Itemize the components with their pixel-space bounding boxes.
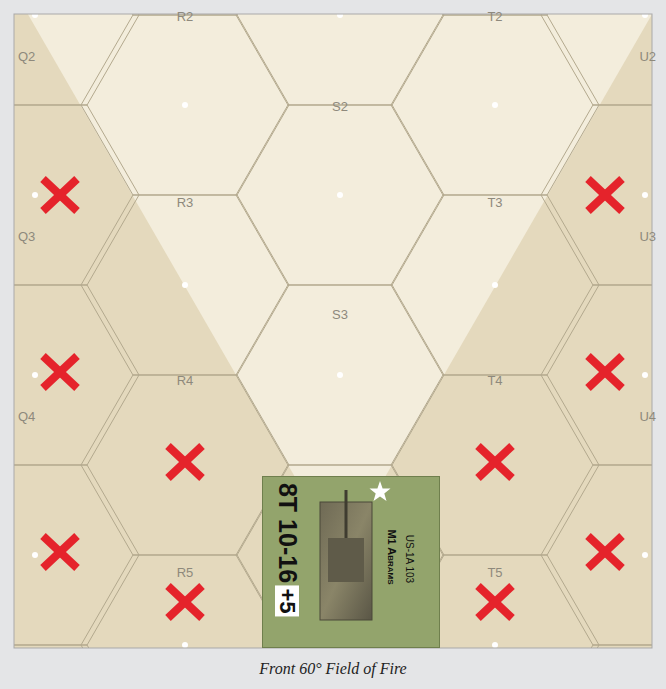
hex-center-dot	[492, 282, 498, 288]
hex-outline	[541, 14, 652, 105]
hex-outline	[81, 15, 289, 195]
hex-center-dot	[642, 192, 648, 198]
unit-name: M1 Abrams	[386, 529, 397, 584]
hex-center-dot	[642, 14, 648, 18]
hex-center-dot	[182, 642, 188, 648]
hex-id: U2	[639, 50, 656, 63]
tank-gun	[345, 490, 348, 538]
hex-id: S2	[332, 100, 348, 113]
hex-outline	[236, 14, 444, 105]
hex-id: R3	[177, 196, 194, 209]
blocked-x	[588, 356, 622, 388]
hex-center-dot	[337, 14, 343, 18]
hex-center-dot	[32, 192, 38, 198]
hex-center-dot	[642, 552, 648, 558]
hex-id: Q2	[18, 50, 35, 63]
hex-outline	[236, 285, 444, 465]
field-of-fire	[14, 14, 652, 555]
hex-id: T4	[487, 374, 502, 387]
hex-id: T2	[487, 10, 502, 23]
hex-outline	[81, 555, 289, 648]
hex-outline	[14, 105, 139, 285]
unit-id: US-1A 103	[404, 535, 414, 583]
blocked-x	[168, 586, 202, 618]
blocked-x	[588, 179, 622, 211]
hex-id: R4	[177, 374, 194, 387]
hex-outline	[14, 285, 139, 465]
hex-center-dot	[492, 102, 498, 108]
hex-outline	[14, 465, 139, 645]
hex-id: Q3	[18, 230, 35, 243]
blocked-x	[478, 586, 512, 618]
hex-center-dot	[337, 372, 343, 378]
blocked-x	[43, 536, 77, 568]
hex-outline	[236, 105, 444, 285]
hex-center-dot	[492, 642, 498, 648]
tank-turret	[328, 538, 364, 582]
hex-id: T3	[487, 196, 502, 209]
hex-center-dot	[32, 552, 38, 558]
hex-center-dot	[182, 282, 188, 288]
blocked-x	[43, 179, 77, 211]
hex-id: U4	[639, 410, 656, 423]
hex-outline	[14, 14, 139, 105]
hex-center-dot	[32, 372, 38, 378]
hex-id: Q4	[18, 410, 35, 423]
blocked-x	[588, 536, 622, 568]
blocked-x	[168, 446, 202, 478]
map-border	[14, 14, 652, 648]
hex-outline	[81, 195, 289, 375]
unit-modifier: +5	[275, 585, 299, 616]
hex-outline	[541, 285, 652, 465]
nation-star	[370, 481, 391, 501]
blocked-marks	[43, 179, 622, 618]
hex-id: S3	[332, 308, 348, 321]
hex-center-dot	[182, 102, 188, 108]
hex-center-dot	[642, 372, 648, 378]
unit-counter: 8T 10-16+5 M1 Abrams US-1A 103	[262, 476, 440, 648]
hex-outline	[391, 195, 599, 375]
hex-grid	[14, 14, 652, 648]
hex-id: R2	[177, 10, 194, 23]
hex-id: T5	[487, 566, 502, 579]
hex-outline	[81, 375, 289, 555]
hex-center-dot	[32, 14, 38, 18]
hex-id: U3	[639, 230, 656, 243]
hex-outline	[541, 465, 652, 645]
hex-center-dot	[337, 192, 343, 198]
hex-outline	[541, 105, 652, 285]
figure-caption: Front 60° Field of Fire	[259, 661, 406, 677]
blocked-x	[43, 356, 77, 388]
unit-factors: 8T 10-16	[275, 483, 300, 583]
hex-id: R5	[177, 566, 194, 579]
blocked-x	[478, 446, 512, 478]
hex-outline	[391, 15, 599, 195]
